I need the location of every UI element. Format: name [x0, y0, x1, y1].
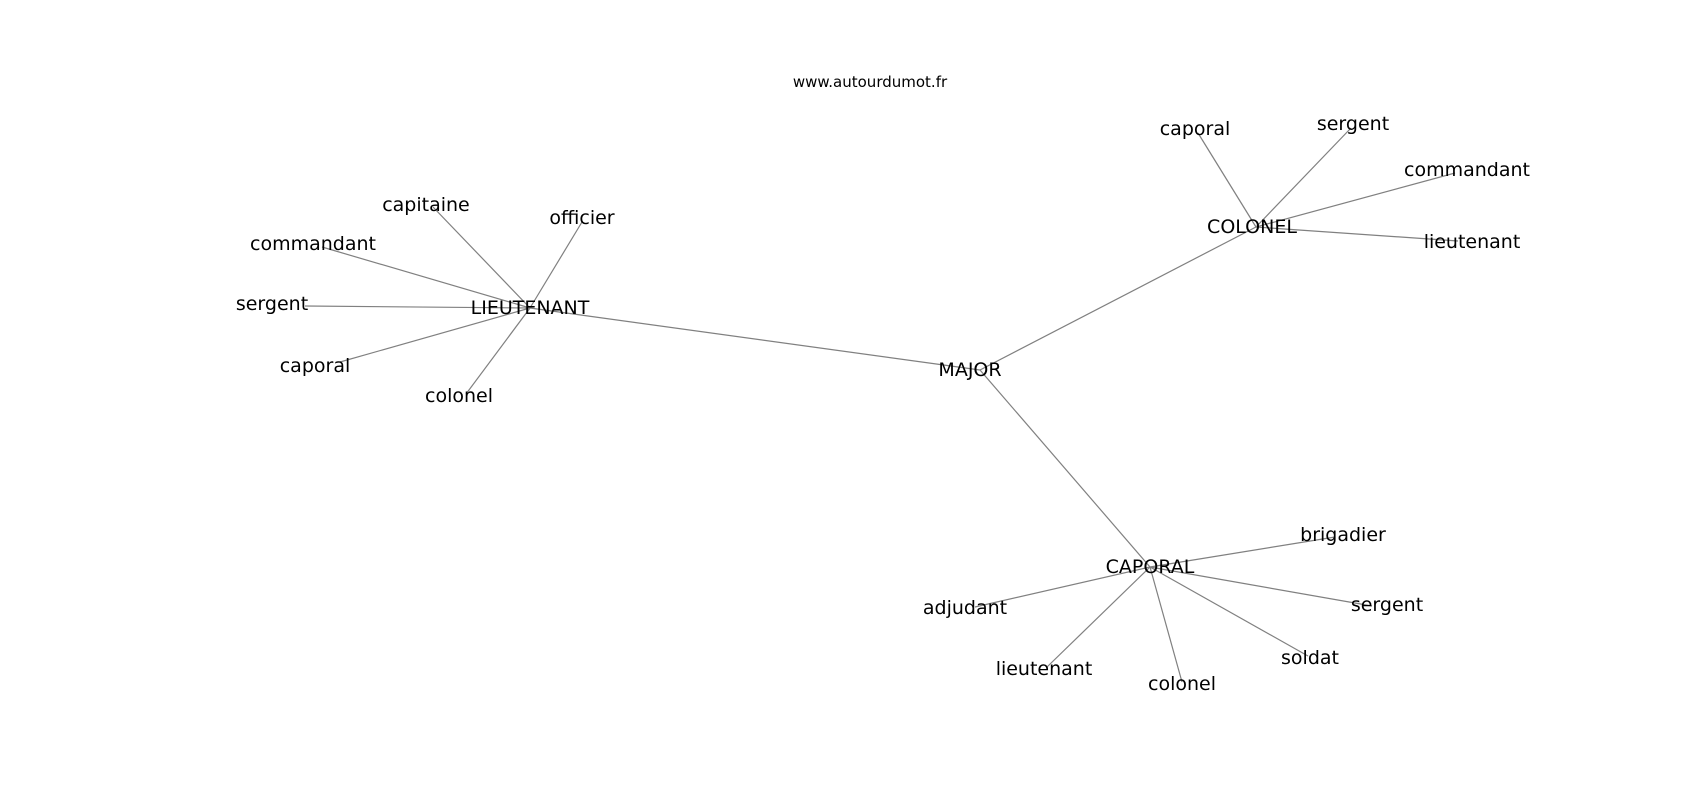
edge-hub-leaf	[1149, 566, 1373, 607]
edge-hub-leaf	[974, 566, 1151, 608]
edge-hub-leaf	[1255, 172, 1456, 228]
node-leaf: adjudant	[923, 597, 1007, 619]
node-hub: CAPORAL	[1106, 556, 1195, 578]
node-center: MAJOR	[938, 359, 1001, 381]
edge-hub-leaf	[1255, 127, 1352, 228]
edge-hub-leaf	[1149, 566, 1183, 683]
node-leaf: lieutenant	[996, 658, 1093, 680]
edge-hub-leaf	[1197, 132, 1257, 228]
node-leaf: colonel	[1148, 673, 1216, 695]
node-leaf: sergent	[1317, 113, 1389, 135]
edge-hub-leaf	[1255, 226, 1459, 242]
edge-hub-leaf	[465, 307, 531, 395]
edge-center-hub	[979, 226, 1257, 371]
edge-hub-leaf	[304, 305, 531, 309]
node-leaf: sergent	[1351, 594, 1423, 616]
edge-hub-leaf	[321, 246, 531, 309]
node-leaf: caporal	[1160, 118, 1231, 140]
node-leaf: commandant	[1404, 159, 1530, 181]
edge-hub-leaf	[339, 307, 531, 363]
node-leaf: sergent	[236, 293, 308, 315]
edge-center-hub	[529, 307, 981, 371]
edge-hub-leaf	[1149, 536, 1336, 568]
graph-edges	[304, 127, 1459, 683]
edge-hub-leaf	[1046, 566, 1151, 668]
node-leaf: colonel	[425, 385, 493, 407]
edge-hub-leaf	[432, 206, 531, 309]
node-leaf: lieutenant	[1424, 231, 1521, 253]
node-leaf: commandant	[250, 233, 376, 255]
node-leaf: capitaine	[382, 194, 470, 216]
node-leaf: soldat	[1281, 647, 1339, 669]
node-hub: LIEUTENANT	[471, 297, 590, 319]
site-watermark: www.autourdumot.fr	[793, 73, 948, 91]
node-leaf: brigadier	[1300, 524, 1386, 546]
node-leaf: caporal	[280, 355, 351, 377]
graph-nodes: MAJOR LIEUTENANT capitaine officier commanda…	[236, 113, 1530, 695]
node-hub: COLONEL	[1207, 216, 1297, 238]
edge-center-hub	[979, 369, 1151, 568]
edge-hub-leaf	[1149, 566, 1309, 657]
edge-hub-leaf	[529, 221, 583, 309]
node-leaf: officier	[549, 207, 614, 229]
